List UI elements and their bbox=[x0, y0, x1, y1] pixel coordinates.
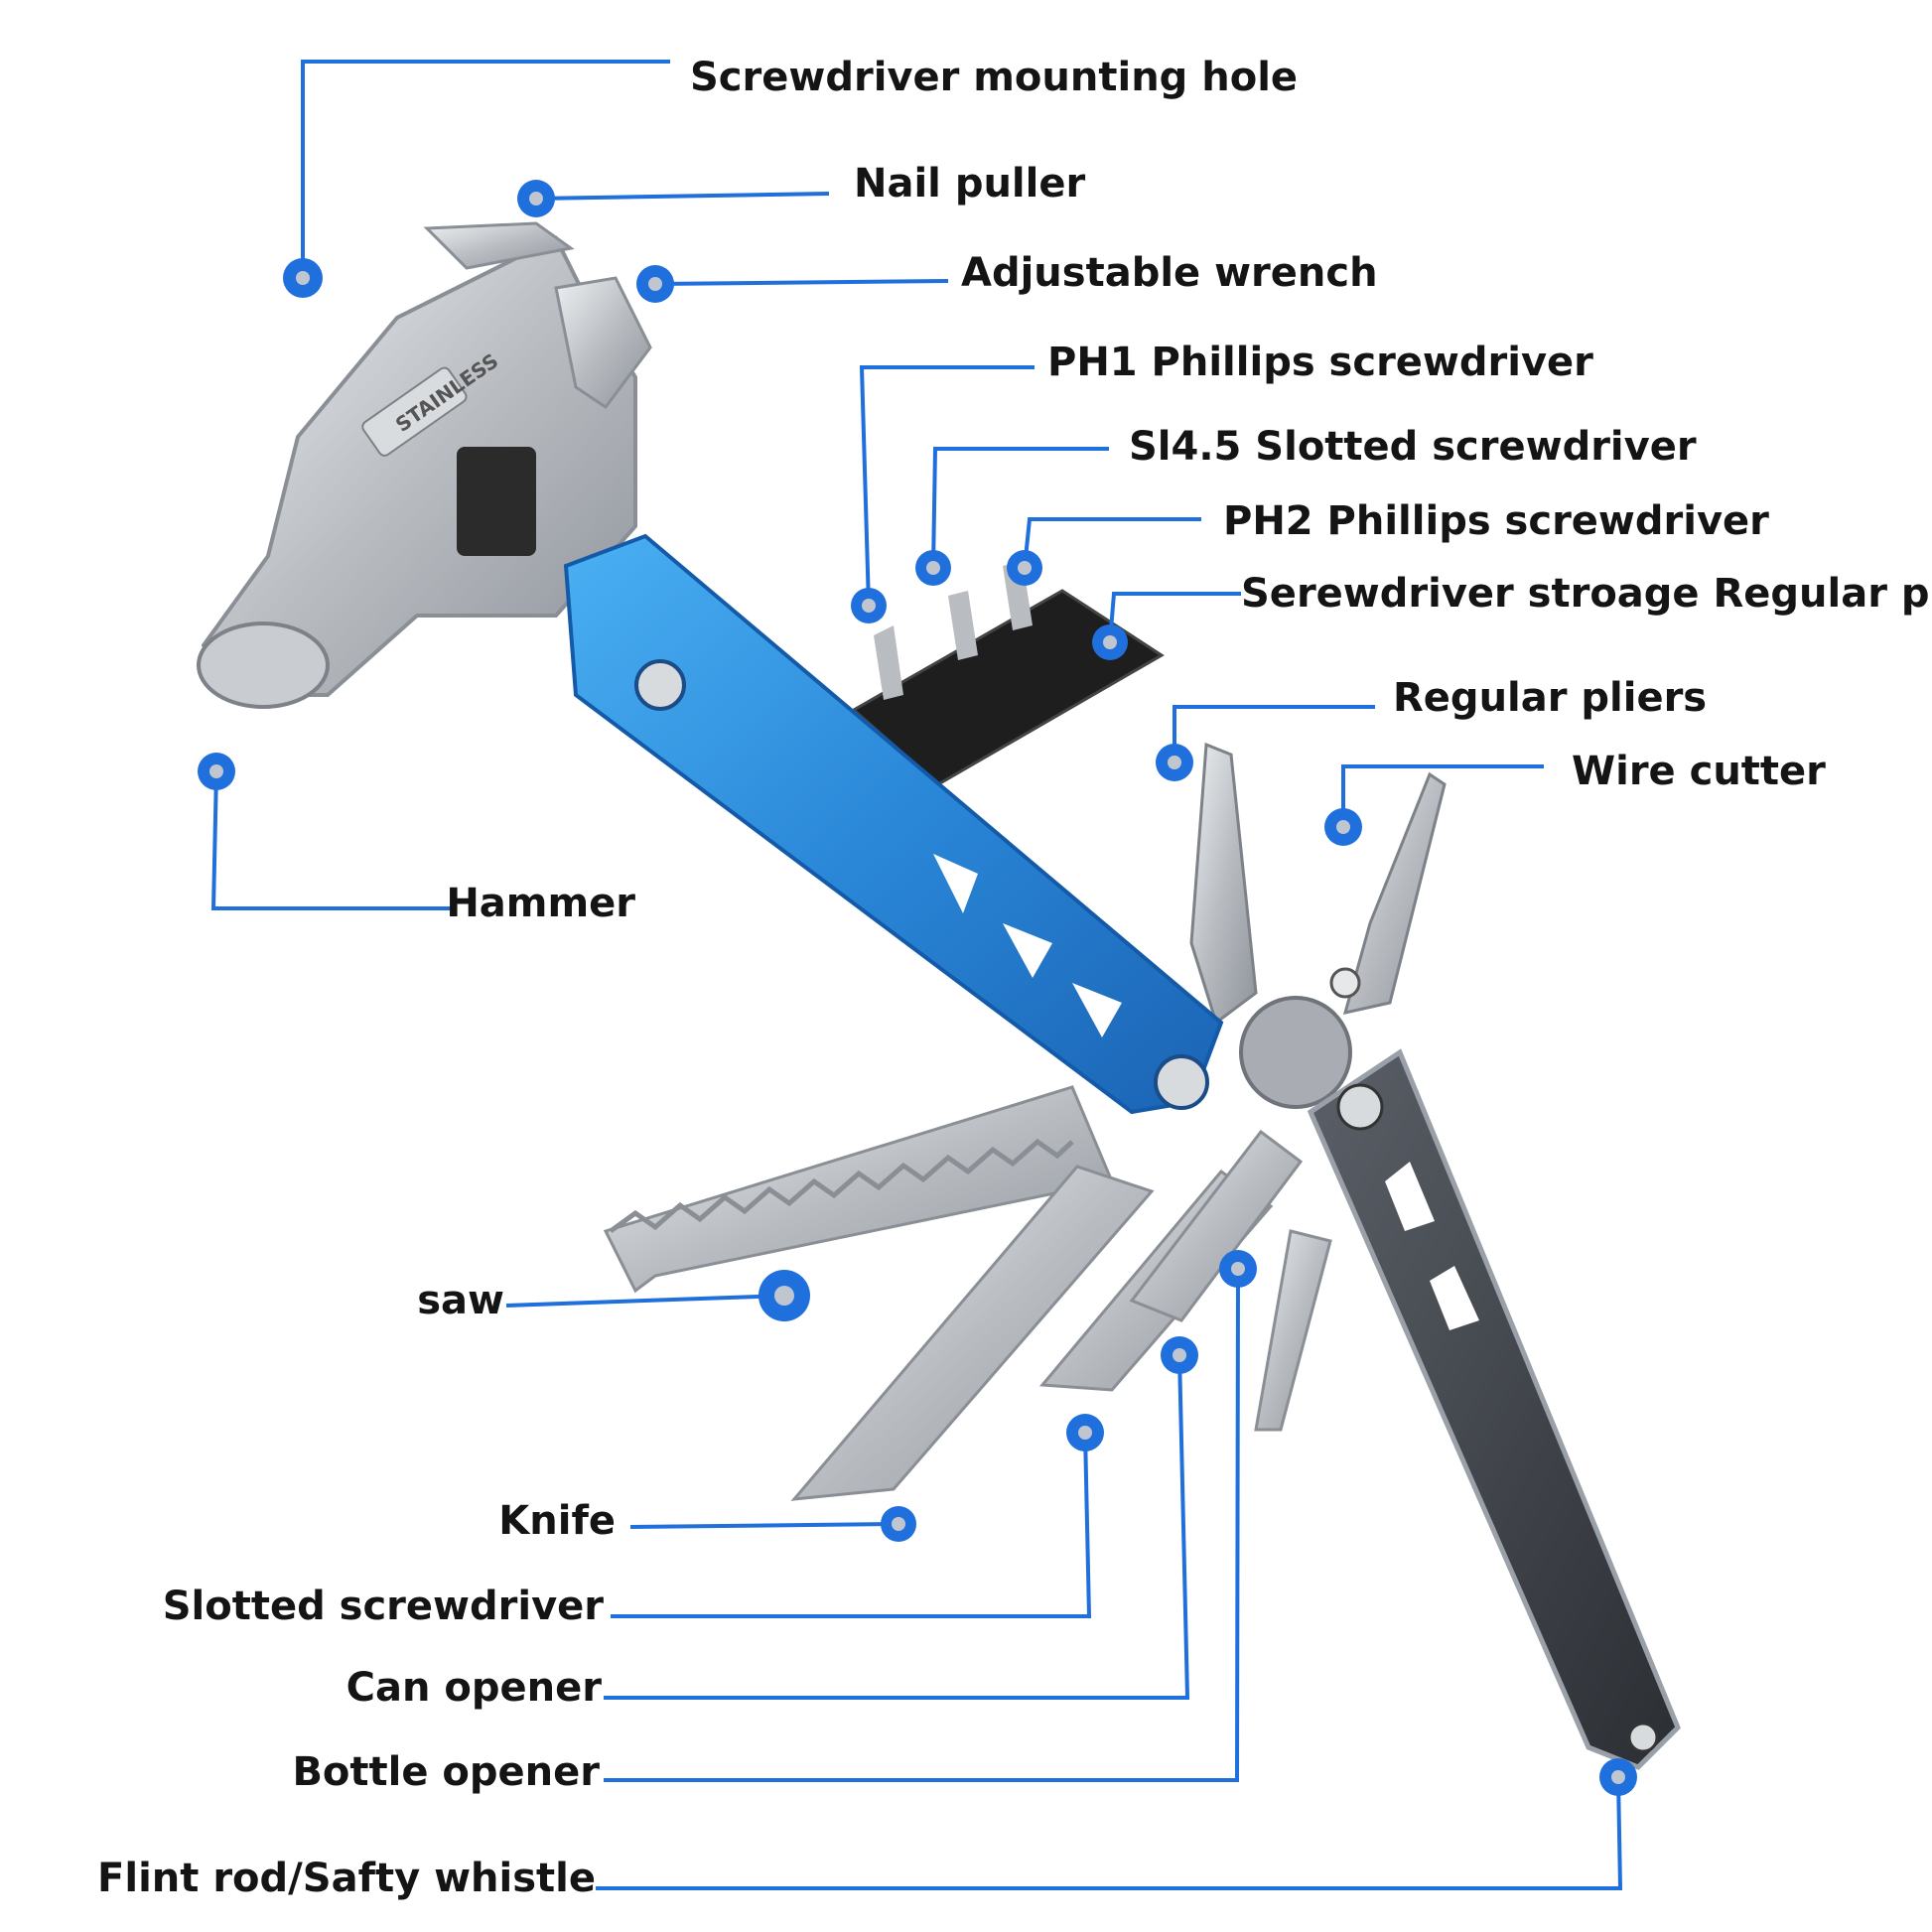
leader-wire-cutter bbox=[1341, 764, 1544, 827]
dot-flint bbox=[1599, 1758, 1637, 1796]
label-bottle-opener: Bottle opener bbox=[292, 1749, 600, 1795]
label-saw: saw bbox=[417, 1278, 504, 1323]
leader-adjustable-wrench bbox=[654, 279, 949, 286]
dot-can-opener bbox=[1161, 1336, 1198, 1374]
leader-sl45 bbox=[931, 447, 1109, 569]
label-ph2-phillips: PH2 Phillips screwdriver bbox=[1223, 498, 1769, 544]
dot-storage bbox=[1092, 624, 1128, 660]
label-screwdriver-mounting-hole: Screwdriver mounting hole bbox=[690, 55, 1299, 100]
callout-dots bbox=[198, 180, 1637, 1796]
pliers-jaws bbox=[1189, 742, 1447, 1109]
dot-adjustable-wrench bbox=[636, 265, 674, 303]
dot-nail-puller bbox=[517, 180, 555, 217]
dot-wire-cutter bbox=[1324, 808, 1362, 846]
flint-rod-blade bbox=[1254, 1229, 1332, 1432]
dot-screwdriver-mounting-hole bbox=[283, 258, 323, 298]
leader-ph1 bbox=[859, 365, 1035, 607]
blue-handle bbox=[563, 533, 1224, 1115]
knife-blade bbox=[790, 1165, 1155, 1501]
label-slotted-screwdriver: Slotted screwdriver bbox=[162, 1584, 604, 1629]
leader-saw bbox=[505, 1294, 785, 1308]
label-can-opener: Can opener bbox=[345, 1665, 602, 1711]
dot-bottle-opener bbox=[1219, 1250, 1257, 1288]
leader-flint bbox=[596, 1776, 1623, 1890]
label-sl45-slotted: Sl4.5 Slotted screwdriver bbox=[1129, 424, 1697, 470]
bottle-opener-blade bbox=[1129, 1129, 1304, 1322]
dark-handle bbox=[1307, 1048, 1681, 1770]
label-ph1-phillips: PH1 Phillips screwdriver bbox=[1047, 340, 1593, 385]
dot-sl45 bbox=[915, 550, 951, 586]
leader-slotted bbox=[611, 1432, 1092, 1618]
leader-lines bbox=[210, 60, 1623, 1890]
label-adjustable-wrench: Adjustable wrench bbox=[961, 250, 1378, 296]
dot-ph2 bbox=[1007, 550, 1042, 586]
hammer-head: STAINLESS bbox=[197, 221, 652, 709]
label-nail-puller: Nail puller bbox=[854, 161, 1086, 207]
saw-blade bbox=[603, 1085, 1115, 1294]
label-screwdriver-storage: Serewdriver stroage Regular pliers bbox=[1241, 571, 1932, 617]
dot-knife bbox=[881, 1506, 916, 1542]
dot-saw bbox=[759, 1270, 810, 1321]
leader-ph2 bbox=[1023, 517, 1201, 569]
label-flint-rod: Flint rod/Safty whistle bbox=[97, 1856, 596, 1901]
label-knife: Knife bbox=[498, 1498, 616, 1544]
leader-screwdriver-mounting-hole bbox=[301, 60, 670, 278]
dot-regular-pliers bbox=[1156, 744, 1193, 781]
leader-hammer bbox=[210, 770, 452, 910]
leader-knife bbox=[629, 1522, 899, 1529]
dot-ph1 bbox=[851, 588, 887, 623]
dot-hammer bbox=[198, 753, 235, 790]
leader-bottle-opener bbox=[604, 1268, 1240, 1782]
dot-slotted bbox=[1066, 1414, 1104, 1451]
label-regular-pliers: Regular pliers bbox=[1393, 675, 1708, 721]
leader-can-opener bbox=[604, 1354, 1190, 1700]
leader-nail-puller bbox=[535, 192, 830, 201]
label-wire-cutter: Wire cutter bbox=[1572, 749, 1826, 794]
label-hammer: Hammer bbox=[446, 881, 635, 926]
